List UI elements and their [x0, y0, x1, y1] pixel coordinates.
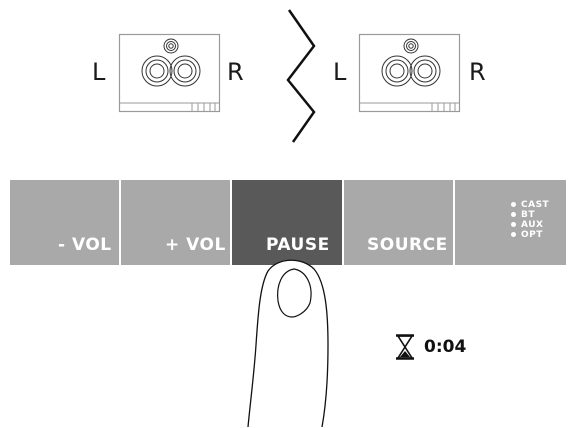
timer-value: 0:04: [424, 337, 467, 357]
press-timer: 0:04: [395, 334, 466, 360]
volume-down-label: - VOL: [58, 235, 112, 255]
hourglass-icon: [396, 334, 414, 360]
finger-press-icon: [247, 259, 329, 428]
volume-up-button[interactable]: + VOL: [121, 180, 232, 265]
separation-zigzag-icon: [286, 9, 316, 143]
source-label: SOURCE: [367, 235, 448, 255]
volume-down-button[interactable]: - VOL: [10, 180, 121, 265]
volume-up-label: + VOL: [165, 235, 226, 255]
pause-label: PAUSE: [266, 235, 330, 255]
speaker-left-label: L: [333, 58, 347, 86]
control-panel: - VOL + VOL PAUSE SOURCE CAST BT AUX OPT: [10, 180, 566, 265]
source-indicator-panel: CAST BT AUX OPT: [455, 180, 566, 265]
source-item-cast: CAST: [511, 200, 549, 210]
speaker-left-label: L: [92, 58, 106, 86]
speaker-icon: [118, 33, 221, 113]
speaker-right-label: R: [469, 58, 486, 86]
source-item-bt: BT: [511, 210, 549, 220]
source-button[interactable]: SOURCE: [344, 180, 455, 265]
source-list: CAST BT AUX OPT: [511, 200, 549, 240]
source-item-opt: OPT: [511, 230, 549, 240]
source-item-aux: AUX: [511, 220, 549, 230]
pause-button[interactable]: PAUSE: [232, 180, 344, 265]
speaker-icon: [358, 33, 461, 113]
speaker-right-label: R: [227, 58, 244, 86]
